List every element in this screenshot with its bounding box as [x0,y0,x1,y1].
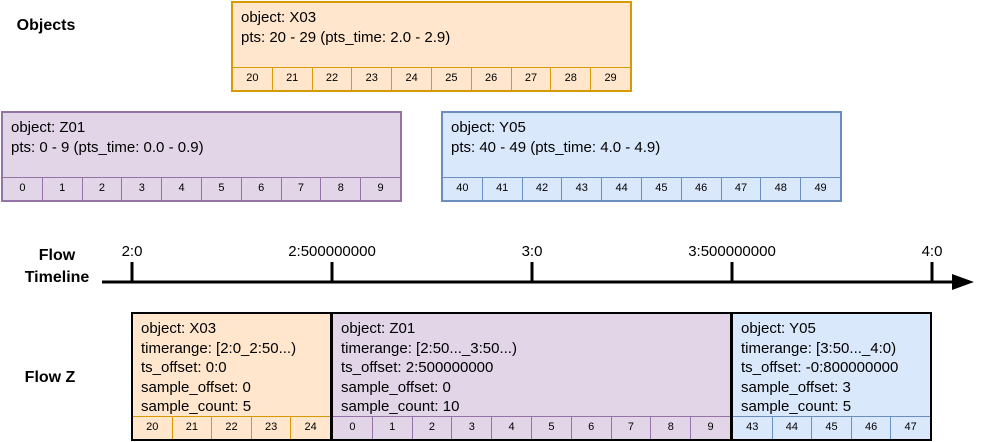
timeline-tick-label: 2:500000000 [288,243,376,260]
sample-cell: 20 [133,417,173,439]
sample-cell: 9 [377,182,384,194]
object-z01-title: object: Z01 [11,119,86,136]
timeline-tick-label: 3:0 [521,243,543,260]
sample-cell: 8 [651,417,692,439]
sample-cell: 5 [202,178,242,200]
sample-cell: 44 [602,178,642,200]
sample-cell: 0 [3,178,43,200]
sample-cell: 21 [273,68,313,90]
object-z01-pts: pts: 0 - 9 (pts_time: 0.0 - 0.9) [11,139,204,156]
sample-cell: 6 [242,178,282,200]
sample-cell: 3 [122,178,163,200]
segment-ts-offset: ts_offset: -0:800000000 [741,359,899,376]
segment-cells: 0 1 2 3 4 5 6 7 8 9 [333,416,730,439]
objects-label: Objects [16,17,76,34]
sample-cell: 24 [304,421,317,433]
sample-cell: 45 [642,178,682,200]
sample-cell: 41 [483,178,523,200]
timeline-arrow-head [952,274,974,290]
segment-cells: 20 21 22 23 24 [133,416,330,439]
sample-cell: 8 [321,178,362,200]
sample-cell: 42 [523,178,563,200]
sample-cell: 47 [904,421,917,433]
sample-cell: 5 [532,417,572,439]
sample-cell: 46 [852,417,892,439]
sample-cell: 45 [812,417,852,439]
sample-cell: 25 [432,68,472,90]
segment-timerange: timerange: [3:50..._4:0) [741,339,897,357]
flow-segment-x03: object: X03 timerange: [2:0_2:50...) ts_… [131,312,332,441]
segment-cells: 43 44 45 46 47 [733,416,930,439]
sample-cell: 3 [452,417,493,439]
object-y05-pts: pts: 40 - 49 (pts_time: 4.0 - 4.9) [451,139,661,156]
sample-cell: 24 [392,68,432,90]
sample-cell: 43 [733,417,773,439]
segment-sample-count: sample_count: 5 [741,398,852,415]
object-z01-box: object: Z01 pts: 0 - 9 (pts_time: 0.0 - … [1,111,402,202]
object-x03-box: object: X03 pts: 20 - 29 (pts_time: 2.0 … [231,1,632,92]
segment-sample-count: sample_count: 5 [141,398,252,415]
segment-sample-offset: sample_offset: 3 [741,378,851,396]
sample-cell: 26 [472,68,512,90]
segment-timerange: timerange: [2:0_2:50...) [141,339,297,357]
sample-cell: 1 [373,417,413,439]
sample-cell: 7 [612,417,652,439]
sample-cell: 21 [173,417,213,439]
timeline-tick-label: 4:0 [921,243,943,260]
sample-cell: 28 [551,68,592,90]
flow-z-label: Flow Z [24,369,76,386]
object-y05-box: object: Y05 pts: 40 - 49 (pts_time: 4.0 … [441,111,842,202]
object-y05-title: object: Y05 [451,119,526,136]
sample-cell: 2 [413,417,453,439]
segment-sample-count: sample_count: 10 [341,398,460,415]
sample-cell: 49 [814,182,827,194]
sample-cell: 29 [604,72,617,84]
segment-sample-offset: sample_offset: 0 [141,378,251,396]
object-x03-title: object: X03 [241,9,317,26]
segment-ts-offset: ts_offset: 2:500000000 [341,359,494,376]
segment-sample-offset: sample_offset: 0 [341,378,451,396]
sample-cell: 6 [572,417,612,439]
timeline-tick-label: 2:0 [121,243,143,260]
object-x03-pts: pts: 20 - 29 (pts_time: 2.0 - 2.9) [241,29,451,46]
timeline-tick-label: 3:500000000 [688,243,776,260]
sample-cell: 23 [252,417,292,439]
sample-cell: 47 [722,178,762,200]
sample-cell: 22 [212,417,252,439]
sample-cell: 40 [443,178,483,200]
sample-cell: 2 [83,178,123,200]
segment-ts-offset: ts_offset: 0:0 [141,359,227,376]
flow-segment-z01: object: Z01 timerange: [2:50..._3:50...)… [331,312,732,441]
sample-cell: 48 [761,178,802,200]
flow-segment-y05: object: Y05 timerange: [3:50..._4:0) ts_… [731,312,932,441]
segment-object: object: Z01 [341,320,416,337]
sample-cell: 9 [707,421,714,433]
object-x03-cells: 20 21 22 23 24 25 26 27 28 29 [233,67,630,90]
sample-cell: 7 [282,178,322,200]
sample-cell: 1 [43,178,83,200]
segment-timerange: timerange: [2:50..._3:50...) [341,339,517,357]
sample-cell: 27 [512,68,552,90]
sample-cell: 23 [352,68,393,90]
sample-cell: 44 [773,417,813,439]
sample-cell: 46 [682,178,722,200]
object-y05-cells: 40 41 42 43 44 45 46 47 48 49 [443,177,840,200]
sample-cell: 4 [492,417,532,439]
flow-timeline-label: Flow Timeline [24,247,90,286]
segment-object: object: X03 [141,320,217,337]
sample-cell: 0 [333,417,373,439]
sample-cell: 4 [162,178,202,200]
segment-object: object: Y05 [741,320,816,337]
sample-cell: 20 [233,68,273,90]
sample-cell: 43 [562,178,603,200]
sample-cell: 22 [313,68,353,90]
object-z01-cells: 0 1 2 3 4 5 6 7 8 9 [3,177,400,200]
